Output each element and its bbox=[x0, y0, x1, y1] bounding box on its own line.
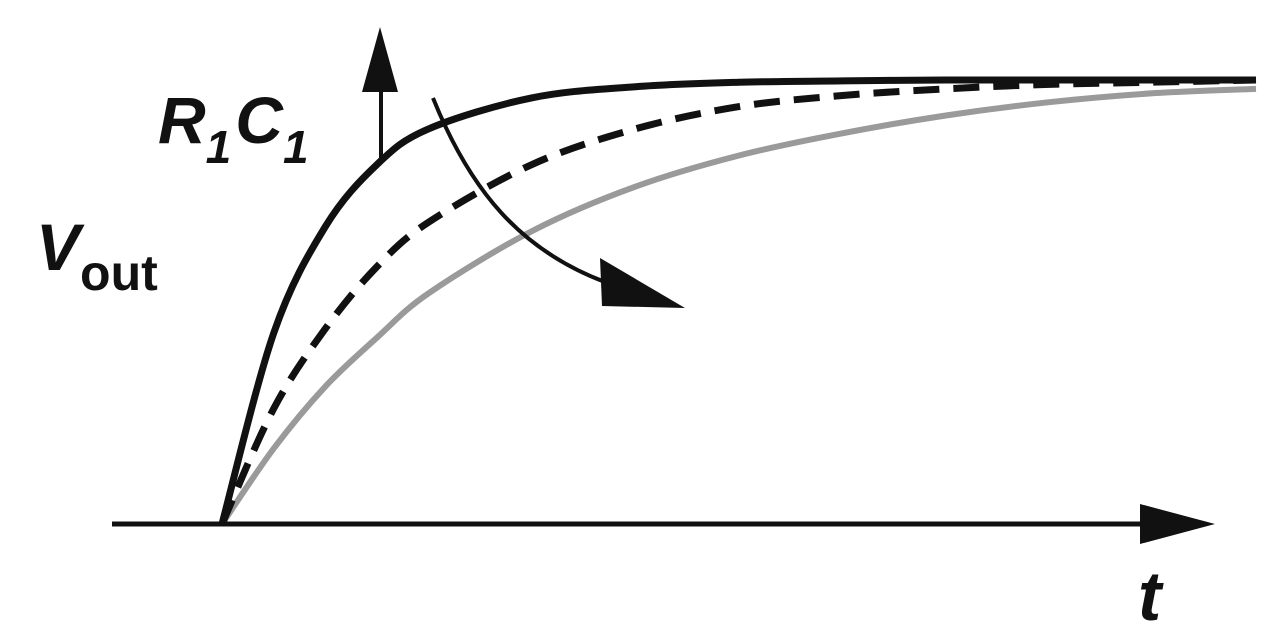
response-curves bbox=[218, 76, 1257, 526]
t-axis-arrowhead bbox=[1140, 504, 1215, 544]
y-axis-label: Vout bbox=[36, 210, 158, 301]
x-axis-label: t bbox=[1138, 557, 1164, 635]
series-line-3 bbox=[219, 85, 1257, 526]
parameter-label: R1C1 bbox=[158, 83, 309, 173]
series-line-2 bbox=[218, 76, 1257, 526]
t-axis bbox=[112, 504, 1215, 544]
series-line-1 bbox=[218, 76, 1256, 525]
trend-arrow bbox=[431, 97, 685, 308]
parameter-up-arrow bbox=[362, 27, 398, 162]
